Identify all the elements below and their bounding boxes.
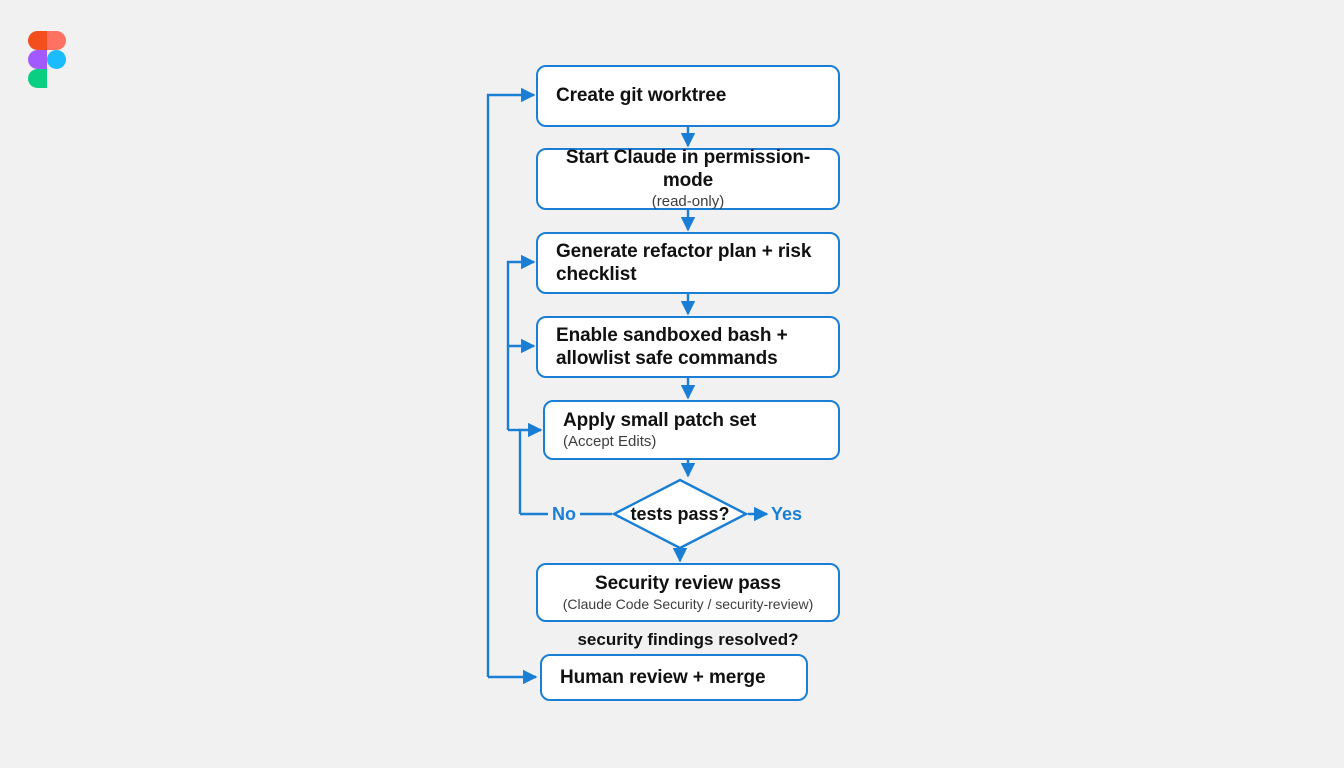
figma-logo-top-right xyxy=(47,31,66,50)
node-title: Generate refactor plan + risk checklist xyxy=(556,240,812,285)
node-subtitle: (read-only) xyxy=(651,193,725,211)
node-title: Create git worktree xyxy=(556,85,727,107)
node-subtitle: (Claude Code Security / security-review) xyxy=(562,595,814,612)
node-tests-pass-decision[interactable]: tests pass? xyxy=(612,478,748,550)
node-title: Apply small patch set xyxy=(563,409,757,431)
figma-logo xyxy=(28,31,66,88)
node-human-review-merge[interactable]: Human review + merge xyxy=(540,654,808,701)
edge-no-to-plan xyxy=(506,254,536,346)
edge-no-to-sandbox xyxy=(506,338,536,430)
node-subtitle: (Accept Edits) xyxy=(563,432,657,450)
edge-label-no: No xyxy=(552,504,576,524)
edge-label-security-findings-resolved: security findings resolved? xyxy=(577,630,799,649)
node-create-git-worktree[interactable]: Create git worktree xyxy=(536,65,840,127)
node-apply-small-patch-set[interactable]: Apply small patch set (Accept Edits) xyxy=(543,400,840,460)
node-title: Security review pass xyxy=(595,572,781,594)
edge-no-to-patch xyxy=(518,422,543,514)
figma-logo-mid-left xyxy=(28,50,47,69)
node-title: tests pass? xyxy=(630,503,730,524)
node-title: Human review + merge xyxy=(560,666,766,688)
node-title: Start Claude in permission-mode xyxy=(565,146,811,192)
edge-label-yes: Yes xyxy=(771,504,803,524)
node-title: Enable sandboxed bash + allowlist safe c… xyxy=(556,324,788,369)
diamond-shape xyxy=(612,478,748,550)
node-security-review-pass[interactable]: Security review pass (Claude Code Securi… xyxy=(536,563,840,622)
node-generate-refactor-plan[interactable]: Generate refactor plan + risk checklist xyxy=(536,232,840,294)
node-enable-sandboxed-bash[interactable]: Enable sandboxed bash + allowlist safe c… xyxy=(536,316,840,378)
figma-logo-mid-right xyxy=(47,50,66,69)
node-start-claude-permission-mode[interactable]: Start Claude in permission-mode (read-on… xyxy=(536,146,840,211)
edge-human-to-worktree xyxy=(486,87,536,677)
figma-logo-bottom-left xyxy=(28,69,47,88)
figma-logo-top-left xyxy=(28,31,47,50)
